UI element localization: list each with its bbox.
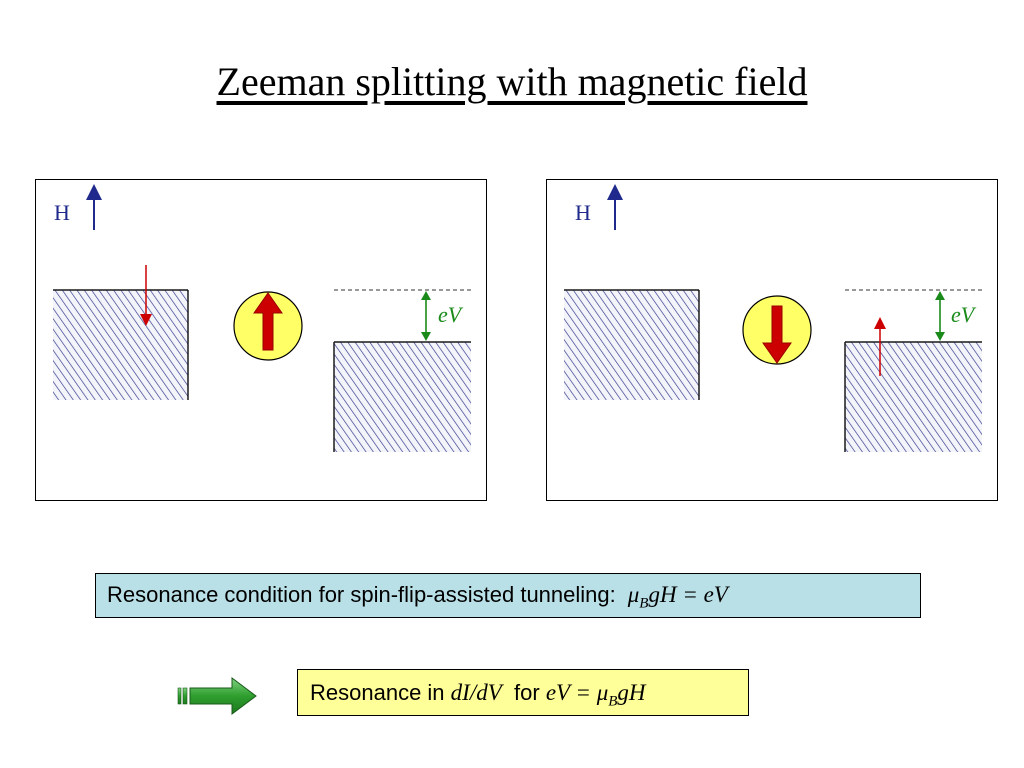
panel-spin-up-diagram bbox=[53, 184, 471, 452]
bias-label: eV bbox=[438, 302, 462, 327]
slide-title: Zeeman splitting with magnetic field bbox=[216, 59, 808, 104]
panel-spin-down-diagram bbox=[564, 184, 982, 452]
resonance-text: Resonance in bbox=[310, 680, 445, 705]
field-label: H bbox=[575, 200, 591, 225]
spin-down-arrow-icon bbox=[762, 305, 792, 364]
bias-label: eV bbox=[951, 302, 975, 327]
condition-text: Resonance condition for spin-flip-assist… bbox=[107, 582, 616, 607]
resonance-condition-box: Resonance condition for spin-flip-assist… bbox=[95, 573, 921, 618]
panel-spin-down: H eV bbox=[546, 179, 998, 501]
condition-equation: μBgH = eV bbox=[627, 582, 728, 612]
panel-spin-up: H eV bbox=[35, 179, 487, 501]
spin-up-arrow-icon bbox=[253, 292, 283, 351]
didv-quantity: dI/dV bbox=[450, 680, 502, 705]
left-lead bbox=[53, 290, 188, 400]
right-lead bbox=[334, 342, 471, 452]
field-label: H bbox=[54, 200, 70, 225]
green-implies-arrow-icon bbox=[177, 677, 257, 715]
resonance-for: for bbox=[514, 680, 540, 705]
left-lead bbox=[564, 290, 699, 400]
resonance-equation: eV = μBgH bbox=[545, 680, 646, 710]
right-lead bbox=[845, 342, 982, 452]
resonance-result-box: Resonance in dI/dV for eV = μBgH bbox=[297, 669, 749, 716]
